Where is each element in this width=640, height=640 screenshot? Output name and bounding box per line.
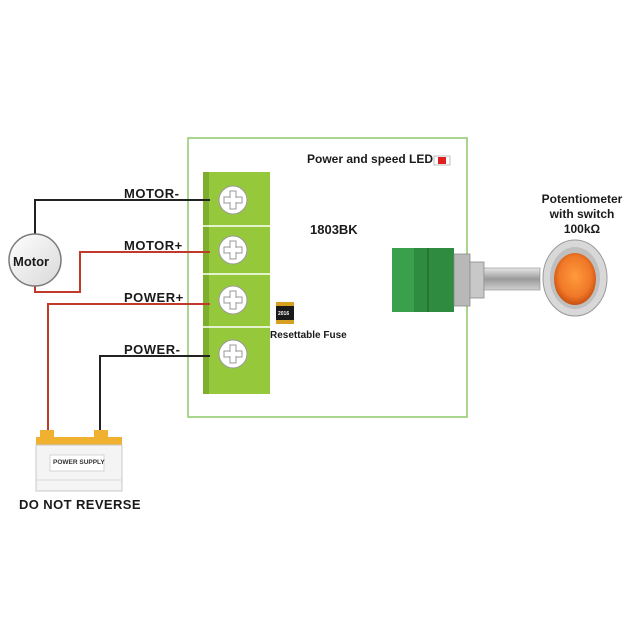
motor-label: Motor xyxy=(13,254,50,269)
power-led xyxy=(433,155,451,166)
wire-motor-positive xyxy=(34,251,210,293)
motor-icon xyxy=(8,233,62,287)
potentiometer-body xyxy=(392,248,541,312)
battery-icon xyxy=(35,430,123,492)
fuse-label: Resettable Fuse xyxy=(270,330,347,341)
screw-icon xyxy=(218,339,248,369)
wire-motor-negative xyxy=(34,199,210,240)
power-supply-label: POWER SUPPLY xyxy=(53,459,105,466)
terminal-label-motor-positive: MOTOR+ xyxy=(124,238,183,253)
terminal-label-power-positive: POWER+ xyxy=(124,290,184,305)
screw-icon xyxy=(218,285,248,315)
screw-icon xyxy=(218,185,248,215)
resettable-fuse xyxy=(276,302,294,324)
warning-label: DO NOT REVERSE xyxy=(19,497,141,512)
fuse-code: 2016 xyxy=(278,311,290,317)
board-model-label: 1803BK xyxy=(310,222,358,237)
potentiometer-label: Potentiometer with switch 100kΩ xyxy=(541,192,623,236)
led-label: Power and speed LED xyxy=(307,152,434,166)
terminal-label-power-negative: POWER- xyxy=(124,342,181,357)
terminal-label-motor-negative: MOTOR- xyxy=(124,186,180,201)
wire-power-positive xyxy=(47,303,210,435)
potentiometer-knob xyxy=(542,239,608,317)
screw-icon xyxy=(218,235,248,265)
wire-power-negative xyxy=(99,355,210,435)
